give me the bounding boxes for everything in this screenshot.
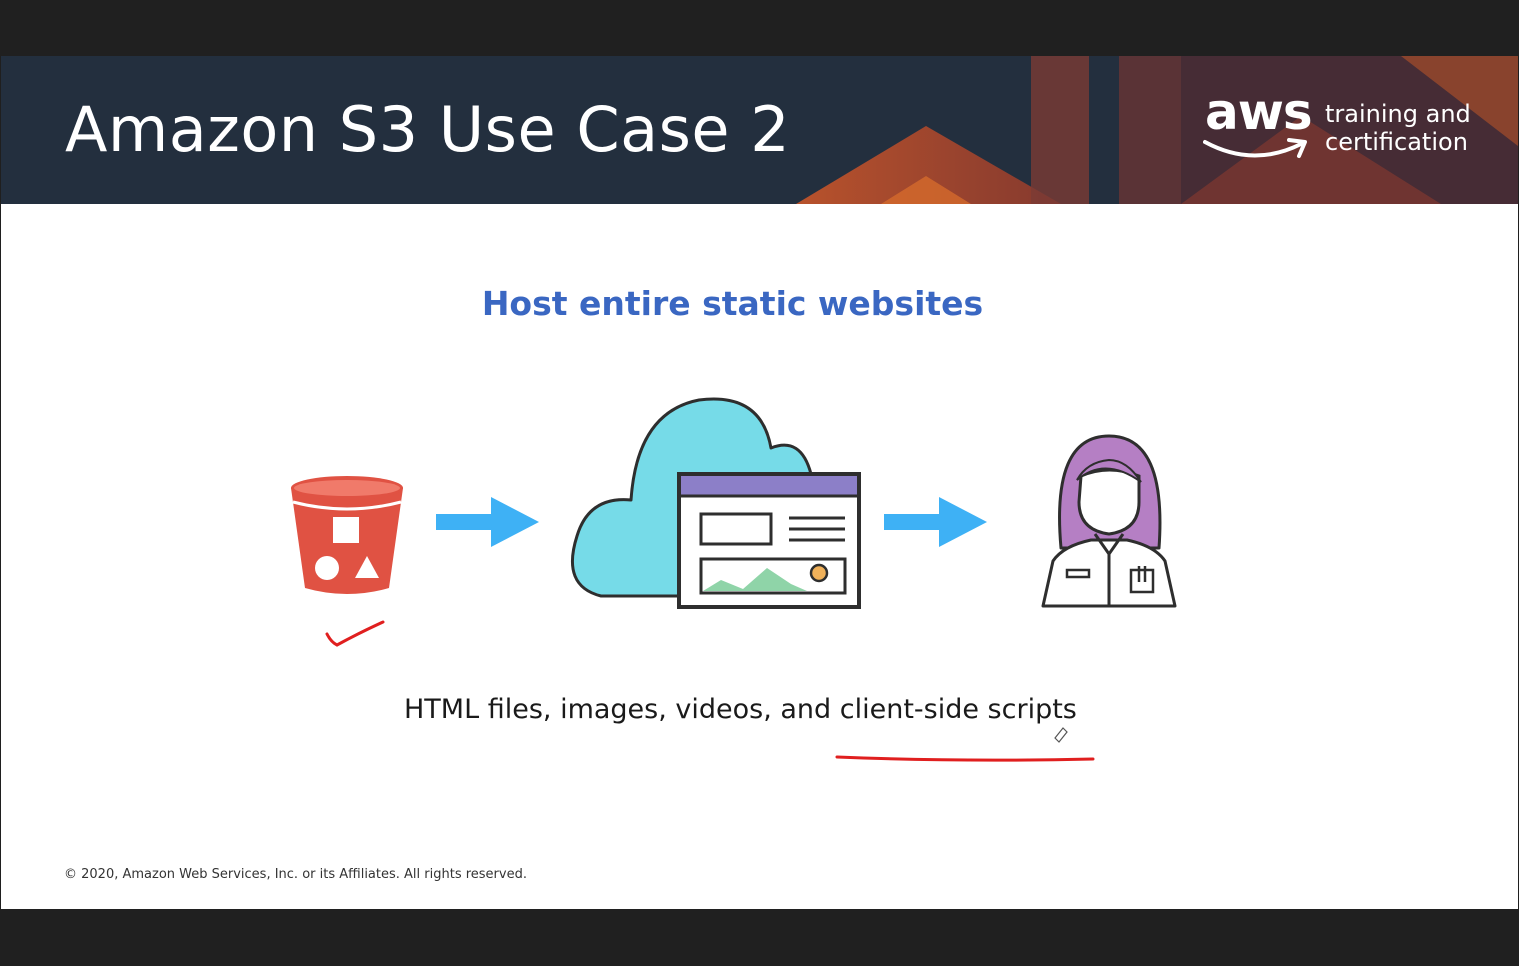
copyright-text: © 2020, Amazon Web Services, Inc. or its… bbox=[64, 867, 527, 882]
user-icon bbox=[1041, 434, 1177, 608]
checkmark-annotation bbox=[325, 620, 385, 647]
brand-line-certification: certification bbox=[1325, 128, 1468, 156]
arrow-right-icon bbox=[884, 497, 987, 547]
top-letterbox-bar bbox=[0, 0, 1519, 56]
slide-subtitle: Host entire static websites bbox=[481, 284, 984, 323]
bottom-letterbox-bar bbox=[0, 909, 1519, 966]
slide-title: Amazon S3 Use Case 2 bbox=[65, 93, 791, 166]
cloud-website-icon bbox=[570, 397, 861, 609]
caption-text: HTML files, images, videos, and client-s… bbox=[404, 694, 1077, 725]
slide: Amazon S3 Use Case 2 aws training and ce… bbox=[1, 56, 1518, 909]
aws-logo-text: aws bbox=[1205, 83, 1313, 141]
brand-line-training: training and bbox=[1325, 100, 1471, 128]
ink-annotations bbox=[325, 620, 1095, 762]
arrow-right-icon bbox=[436, 497, 539, 547]
s3-bucket-icon bbox=[291, 476, 403, 594]
aws-smile-icon bbox=[1203, 138, 1307, 158]
underline-annotation bbox=[835, 755, 1095, 762]
flow-diagram bbox=[291, 397, 1177, 609]
header-decoration bbox=[796, 56, 1518, 204]
slide-header: Amazon S3 Use Case 2 aws training and ce… bbox=[1, 56, 1518, 204]
pen-cursor-icon bbox=[1054, 727, 1068, 743]
